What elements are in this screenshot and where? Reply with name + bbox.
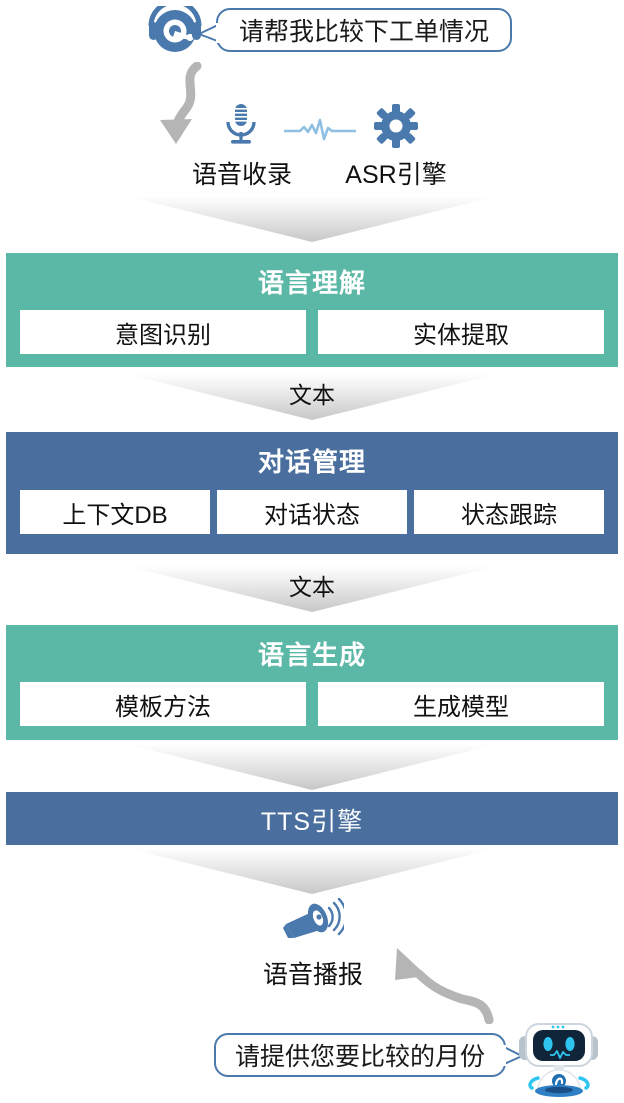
curved-arrow-down-icon — [155, 61, 225, 148]
waveform-icon — [283, 118, 357, 142]
chip-state-tracking[interactable]: 状态跟踪 — [414, 490, 604, 534]
section-nlg-chips: 模板方法 生成模型 — [20, 682, 604, 726]
connector-label-text-2: 文本 — [289, 574, 335, 600]
user-request-text: 请帮我比较下工单情况 — [238, 18, 489, 46]
connector-nlu-to-dm: 文本 — [0, 374, 624, 424]
speech-bubble-tail-left — [197, 22, 222, 44]
section-title-nlu: 语言理解 — [257, 268, 366, 298]
section-title-dm: 对话管理 — [257, 447, 366, 477]
microphone-icon — [222, 102, 260, 148]
section-nlu: 语言理解 意图识别 实体提取 — [6, 253, 618, 367]
chip-generative-model[interactable]: 生成模型 — [318, 682, 604, 726]
section-title-nlg: 语言生成 — [257, 640, 366, 670]
connector-asr-to-nlu — [0, 196, 624, 246]
assistant-speech-bubble: 请提供您要比较的月份 — [214, 1033, 506, 1077]
headset-icon — [143, 0, 215, 56]
chip-dialog-state[interactable]: 对话状态 — [217, 490, 407, 534]
connector-dm-to-nlg: 文本 — [0, 566, 624, 616]
gear-icon — [374, 104, 418, 148]
chevron-shape — [126, 196, 498, 242]
section-dm: 对话管理 上下文DB 对话状态 状态跟踪 — [6, 432, 618, 554]
chip-template-method[interactable]: 模板方法 — [20, 682, 306, 726]
capture-label-asr: ASR引擎 — [345, 161, 447, 189]
output-stage-label: 语音播报 — [262, 961, 363, 989]
assistant-reply-text: 请提供您要比较的月份 — [234, 1043, 485, 1071]
chip-intent-recognition[interactable]: 意图识别 — [20, 310, 306, 354]
section-tts: TTS引擎 — [6, 792, 618, 845]
megaphone-icon — [282, 897, 348, 944]
chip-entity-extraction[interactable]: 实体提取 — [318, 310, 604, 354]
connector-nlg-to-tts — [0, 744, 624, 792]
robot-icon — [508, 1018, 612, 1098]
connector-tts-to-output — [0, 848, 624, 894]
section-nlu-chips: 意图识别 实体提取 — [20, 310, 604, 354]
section-nlg: 语言生成 模板方法 生成模型 — [6, 625, 618, 740]
user-speech-bubble: 请帮我比较下工单情况 — [216, 8, 512, 52]
chevron-shape — [126, 848, 498, 894]
chip-context-db[interactable]: 上下文DB — [20, 490, 210, 534]
curved-arrow-up-icon — [385, 946, 495, 1025]
capture-label-voice: 语音收录 — [191, 161, 292, 189]
connector-label-text-1: 文本 — [289, 382, 335, 408]
chevron-shape — [126, 744, 498, 790]
section-title-tts: TTS引擎 — [260, 808, 364, 836]
section-dm-chips: 上下文DB 对话状态 状态跟踪 — [20, 490, 604, 534]
